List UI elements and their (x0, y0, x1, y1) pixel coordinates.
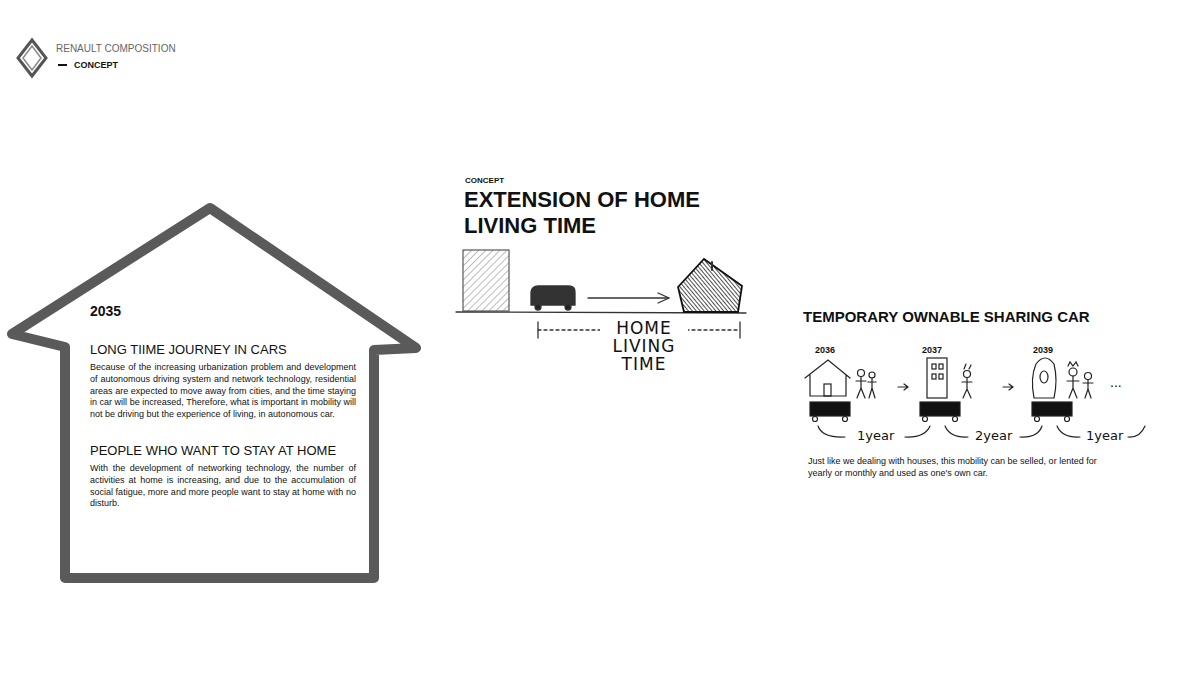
header-dash (58, 64, 67, 66)
year-label: 2036 (815, 345, 835, 356)
concept-title: EXTENSION OF HOME LIVING TIME (464, 187, 709, 239)
section-heading: LONG TIIME JOURNEY IN CARS (90, 342, 356, 358)
brand-name: RENAULT COMPOSITION (56, 43, 176, 55)
house-panel: 2035LONG TIIME JOURNEY IN CARS Because of… (0, 200, 430, 590)
duration-label: 1year (855, 428, 896, 444)
house-stroke (12, 208, 416, 578)
year-label: 2037 (922, 345, 942, 356)
panel-text: 2035LONG TIIME JOURNEY IN CARS Because of… (90, 303, 356, 510)
body-text: Because of the increasing urbanization p… (90, 362, 356, 420)
description-text: Just like we dealing with houses, this m… (808, 456, 1098, 479)
body-text: With the development of networking techn… (90, 463, 356, 510)
duration-label: 2year (973, 428, 1014, 444)
section-tag: CONCEPT (74, 60, 118, 71)
renault-logo (18, 40, 46, 76)
year-heading: 2035 (90, 303, 356, 320)
handwritten-label: HOME LIVING TIME (600, 320, 688, 374)
sharing-sequence (805, 358, 1145, 437)
year-label: 2039 (1033, 345, 1053, 356)
section-heading: TEMPORARY OWNABLE SHARING CAR (803, 308, 1090, 326)
ellipsis: ... (1110, 374, 1122, 391)
concept-tag: CONCEPT (465, 176, 504, 186)
section-heading: PEOPLE WHO WANT TO STAY AT HOME (90, 443, 356, 459)
duration-label: 1year (1084, 428, 1125, 444)
